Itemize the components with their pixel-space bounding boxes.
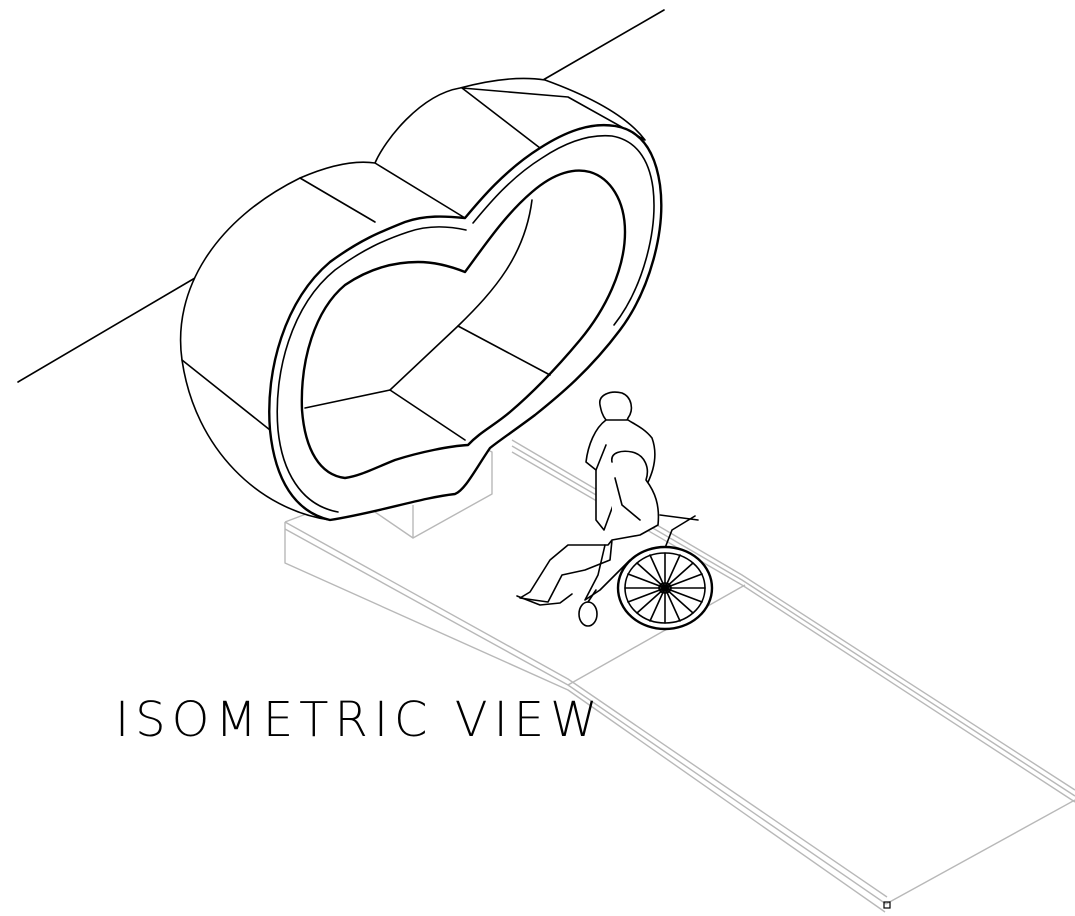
ground-line [17, 9, 665, 383]
ramp [284, 429, 1075, 913]
caster-wheel [578, 601, 598, 627]
figure-wheelchair-user [516, 450, 714, 631]
ramp-end-marker [883, 901, 891, 909]
view-title: ISOMETRIC VIEW [115, 692, 604, 748]
heart-sculpture [179, 77, 663, 522]
